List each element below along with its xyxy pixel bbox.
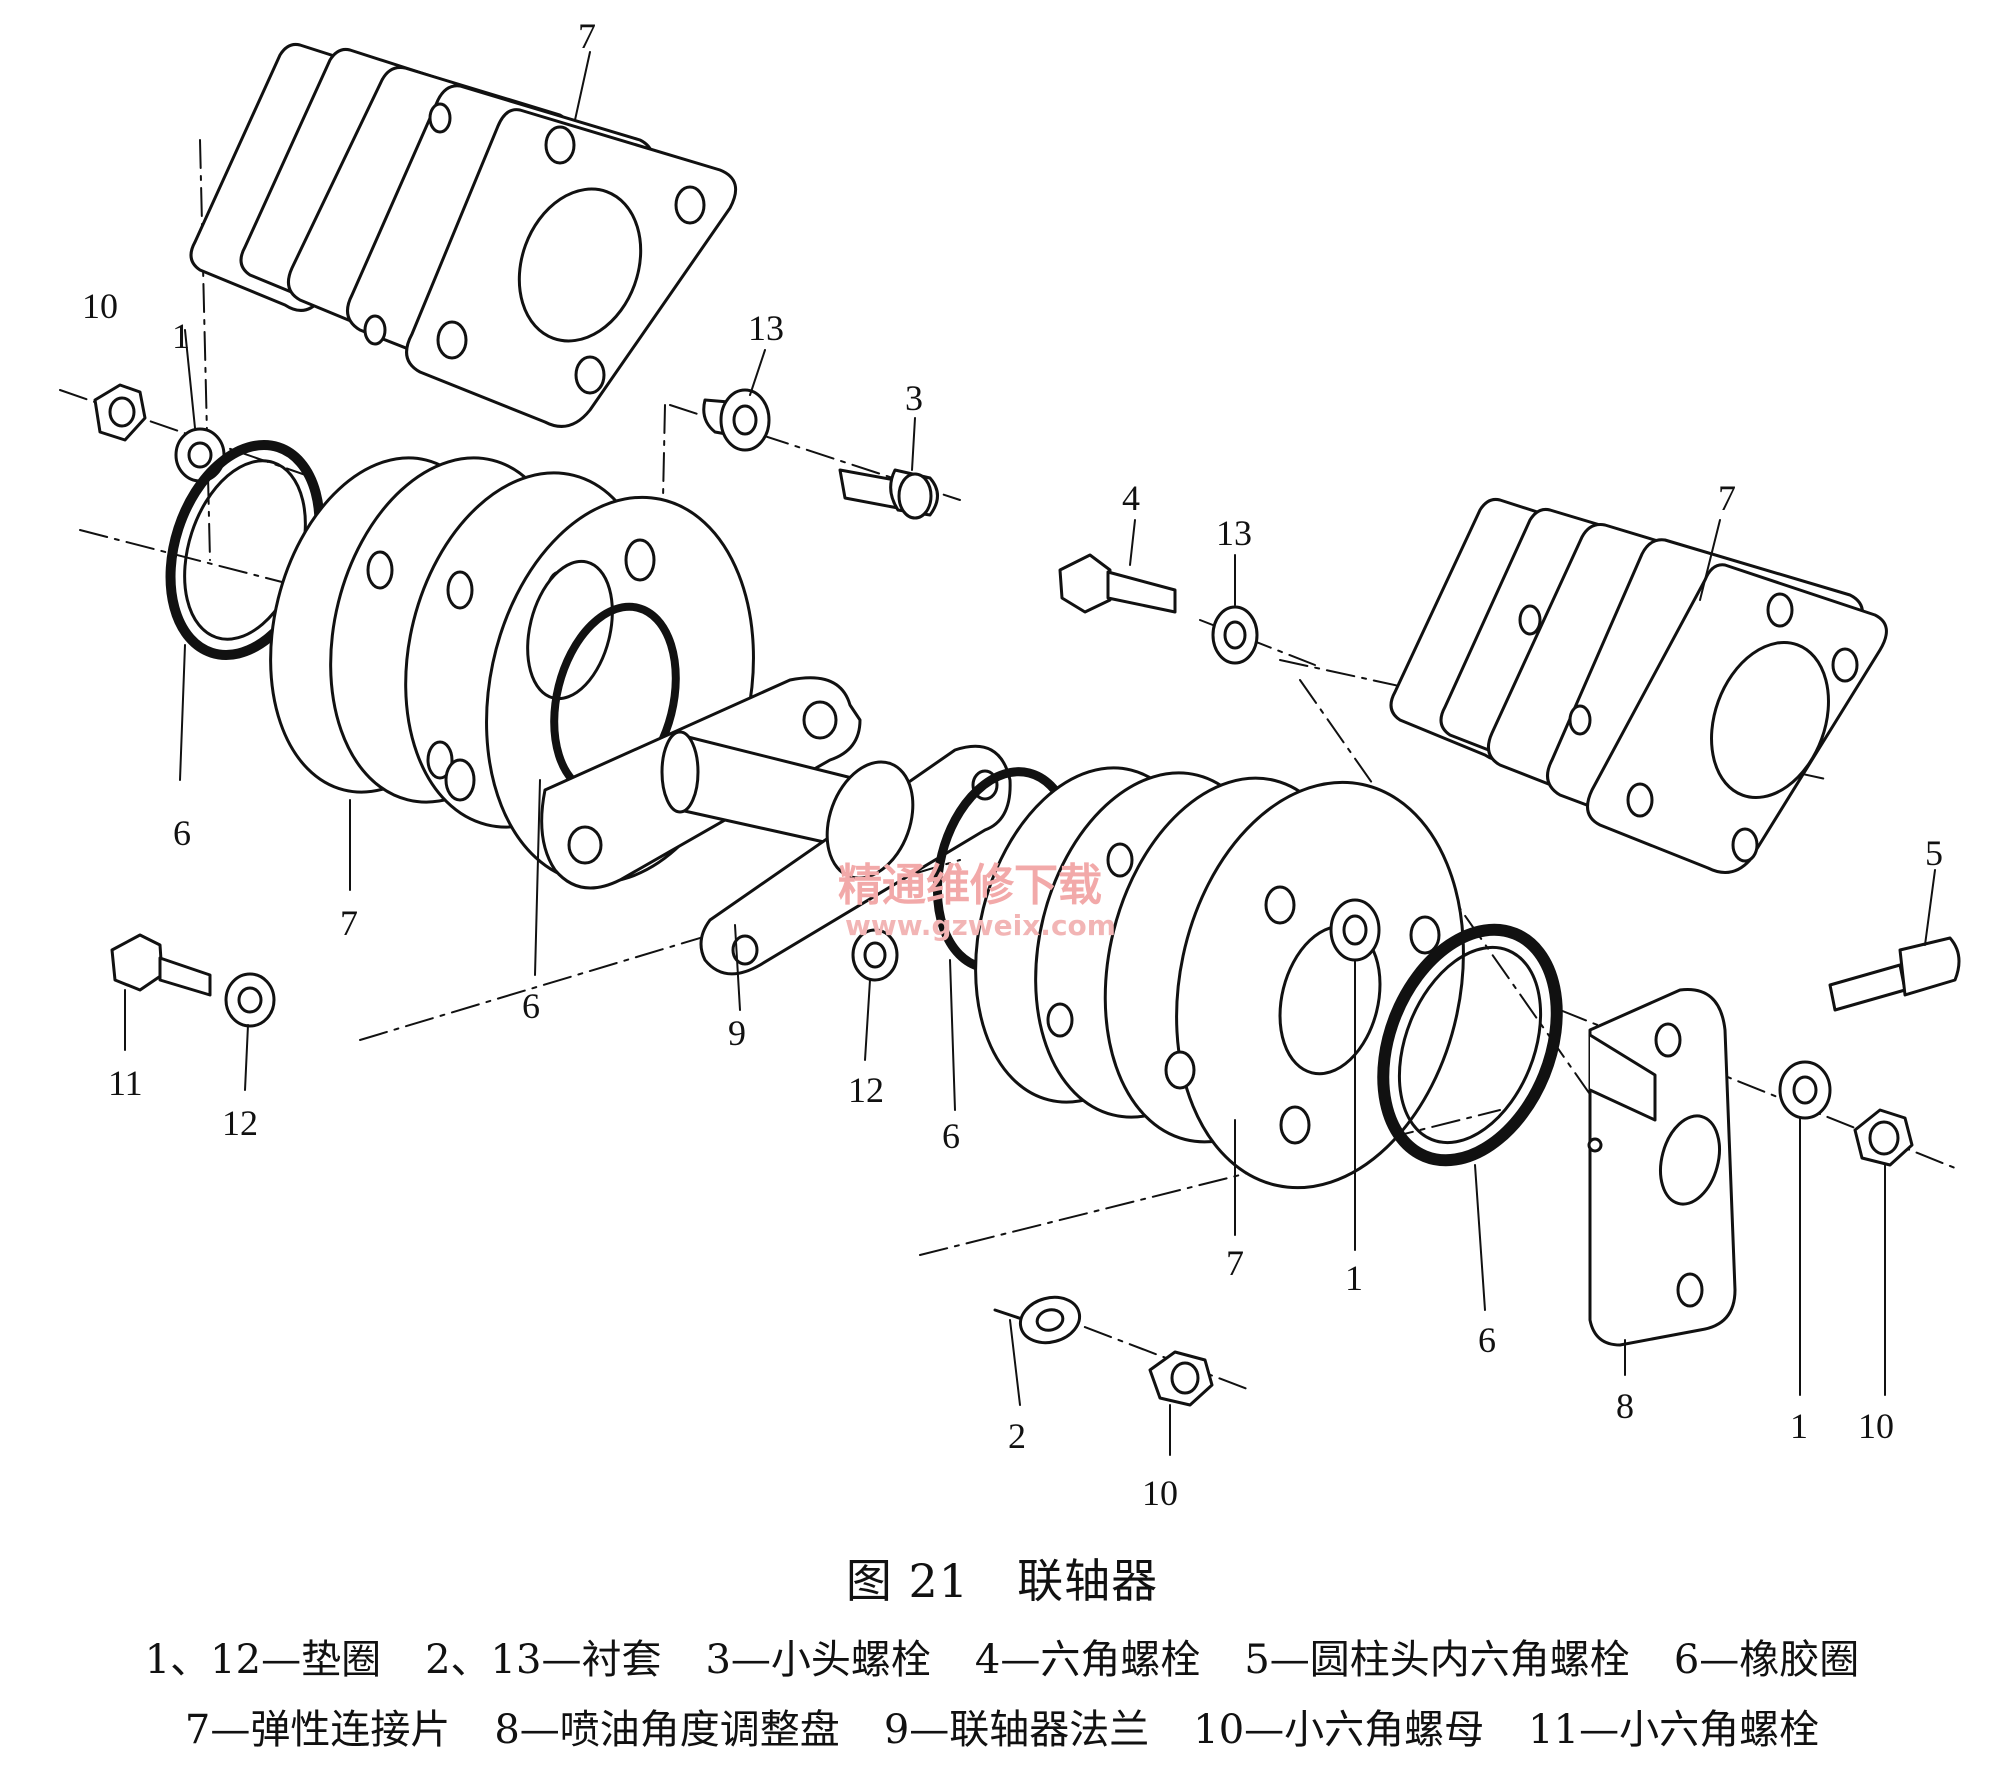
legend-item: 3—小头螺栓 xyxy=(705,1637,931,1683)
callout-2: 2 xyxy=(1008,1416,1026,1456)
rubber-ring-6-right xyxy=(1377,923,1563,1167)
legend-item: 6—橡胶圈 xyxy=(1673,1637,1860,1683)
legend-item: 9—联轴器法兰 xyxy=(883,1707,1150,1753)
legend-item: 1、12—垫圈 xyxy=(144,1637,382,1683)
callout-7-right: 7 xyxy=(1718,478,1736,518)
washer-12-center xyxy=(851,928,899,982)
callout-10-left: 10 xyxy=(82,286,118,326)
callout-12-center: 12 xyxy=(848,1070,884,1110)
legend-item: 10—小六角螺母 xyxy=(1193,1707,1485,1753)
elastic-plates-right xyxy=(1389,498,1888,874)
elastic-plates-top-left xyxy=(189,43,738,428)
callout-7-bottom: 7 xyxy=(1226,1243,1244,1283)
injection-angle-plate-8 xyxy=(1587,988,1737,1347)
legend-item: 7—弹性连接片 xyxy=(184,1707,451,1753)
washer-1-left xyxy=(174,427,226,483)
callout-6-center: 6 xyxy=(522,986,540,1026)
callout-6-right: 6 xyxy=(1478,1320,1496,1360)
legend-row-1: 1、12—垫圈 2、13—衬套 3—小头螺栓 4—六角螺栓 5—圆柱头内六角螺栓 6—橡胶… xyxy=(0,1627,2004,1685)
figure-caption: 图 21 联轴器 xyxy=(0,1545,2004,1611)
callout-7-left: 7 xyxy=(340,903,358,943)
callout-1-right: 1 xyxy=(1790,1406,1808,1446)
callout-10-right: 10 xyxy=(1858,1406,1894,1446)
callout-11: 11 xyxy=(108,1063,143,1103)
nut-10-bottom xyxy=(1148,1350,1214,1407)
callout-13-top: 13 xyxy=(748,308,784,348)
callout-12-left: 12 xyxy=(222,1103,258,1143)
callout-6-mid: 6 xyxy=(942,1116,960,1156)
washer-12-left xyxy=(224,972,276,1028)
socket-head-bolt-5 xyxy=(1828,936,1961,1012)
callout-7-top: 7 xyxy=(578,16,596,56)
callout-1-center: 1 xyxy=(1345,1258,1363,1298)
callout-3: 3 xyxy=(905,378,923,418)
legend-item: 2、13—衬套 xyxy=(425,1637,662,1683)
callout-8: 8 xyxy=(1616,1386,1634,1426)
leader-lines xyxy=(124,51,1936,1456)
coupling-exploded-diagram: 精通维修下载 www.gzweix.com 7 10 1 13 3 4 13 7… xyxy=(59,16,1961,1513)
figure-number: 图 21 xyxy=(845,1554,970,1608)
legend-item: 4—六角螺栓 xyxy=(974,1637,1201,1683)
callout-10-bottom: 10 xyxy=(1142,1473,1178,1513)
washer-1-center xyxy=(1329,898,1381,962)
disc-stack-right xyxy=(974,766,1465,1190)
watermark: 精通维修下载 www.gzweix.com xyxy=(838,860,1116,942)
legend-row-2: 7—弹性连接片 8—喷油角度调整盘 9—联轴器法兰 10—小六角螺母 11—小六角螺栓 xyxy=(0,1697,2004,1755)
bushing-13-mid xyxy=(1211,605,1259,665)
hex-bolt-4 xyxy=(1058,553,1177,614)
legend-item: 8—喷油角度调整盘 xyxy=(494,1707,840,1753)
legend-item: 5—圆柱头内六角螺栓 xyxy=(1244,1637,1630,1683)
figure-title: 联轴器 xyxy=(1017,1554,1159,1608)
callout-9: 9 xyxy=(728,1013,746,1053)
watermark-line-1: 精通维修下载 xyxy=(838,860,1102,911)
nut-10-right xyxy=(1853,1108,1914,1167)
bolt-3 xyxy=(838,468,939,520)
legend-item: 11—小六角螺栓 xyxy=(1528,1707,1820,1753)
callout-labels: 7 10 1 13 3 4 13 7 6 7 6 9 12 6 11 12 5 … xyxy=(82,16,1943,1513)
bushing-13-top xyxy=(702,388,771,452)
callout-13-mid: 13 xyxy=(1216,513,1252,553)
callout-4: 4 xyxy=(1122,478,1140,518)
watermark-line-2: www.gzweix.com xyxy=(845,909,1116,942)
callout-1-left: 1 xyxy=(172,316,190,356)
bushing-2 xyxy=(993,1295,1082,1345)
washer-1-right xyxy=(1778,1060,1832,1120)
callout-5: 5 xyxy=(1925,833,1943,873)
coupling-flange-9 xyxy=(540,676,1012,976)
small-hex-bolt-11 xyxy=(110,933,212,997)
callout-6-left: 6 xyxy=(173,813,191,853)
nut-10-left xyxy=(93,383,147,442)
